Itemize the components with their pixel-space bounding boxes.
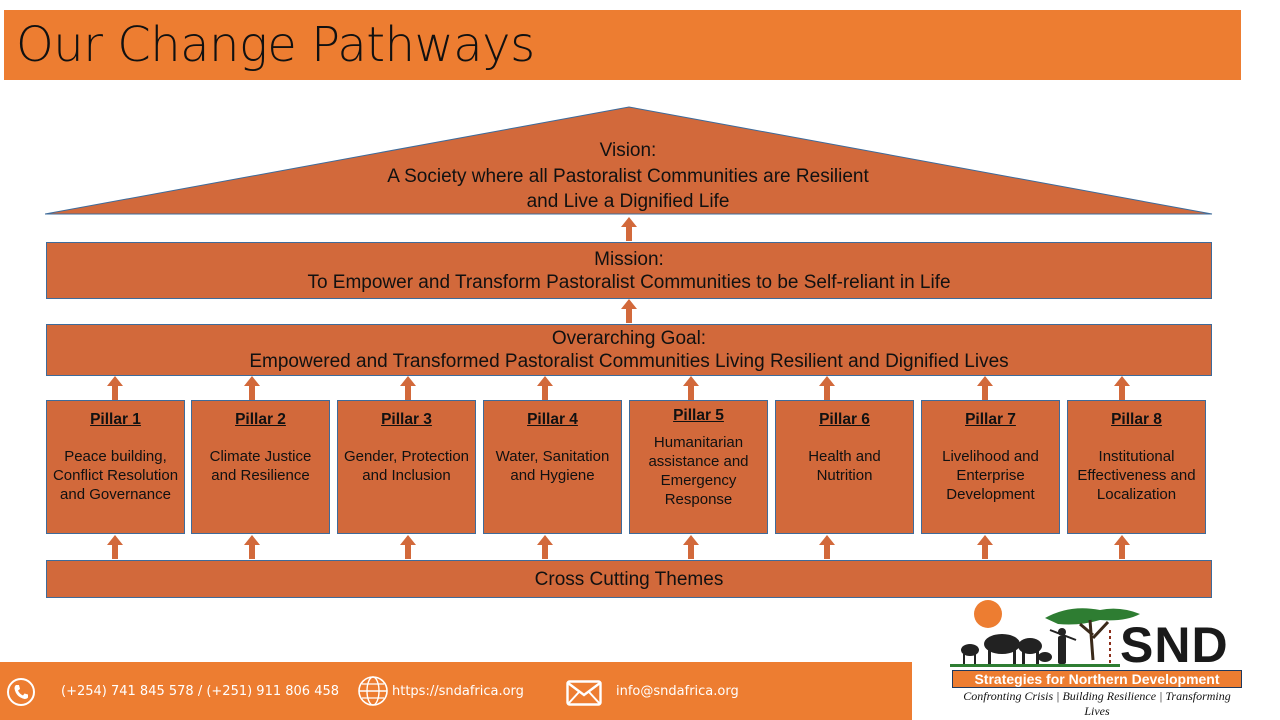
mission-box: Mission: To Empower and Transform Pastor… [46,242,1212,299]
globe-icon [358,676,388,706]
arrow-cross-to-pillar-4 [537,535,553,559]
arrow-mission-to-vision [621,217,637,241]
pillar-4-desc: Water, Sanitation and Hygiene [495,448,610,484]
goal-box: Overarching Goal: Empowered and Transfor… [46,324,1212,376]
pillar-7-desc: Livelihood and Enterprise Development [942,448,1039,503]
title-bar: Our Change Pathways [4,10,1241,80]
pillar-1-box: Pillar 1 Peace building, Conflict Resolu… [46,400,185,534]
pillar-8-title: Pillar 8 [1111,411,1162,428]
logo-tagline: Confronting Crisis | Building Resilience… [963,689,1231,718]
pillar-5-desc: Humanitarian assistance and Emergency Re… [648,434,749,508]
pillar-8-box: Pillar 8 Institutional Effectiveness and… [1067,400,1206,534]
footer-bar: (+254) 741 845 578 / (+251) 911 806 458 … [0,662,912,720]
cross-cutting-label: Cross Cutting Themes [534,569,724,590]
footer-email[interactable]: info@sndafrica.org [616,683,739,699]
goal-text: Empowered and Transformed Pastoralist Co… [249,351,1009,372]
mission-text: To Empower and Transform Pastoralist Com… [307,272,951,293]
pillar-3-desc: Gender, Protection and Inclusion [343,448,470,484]
vision-line-2: and Live a Dignified Life [526,191,730,212]
pillar-2-box: Pillar 2 Climate Justice and Resilience [191,400,330,534]
pillar-2-desc: Climate Justice and Resilience [209,448,312,484]
vision-text: Vision: A Society where all Pastoralist … [300,138,956,215]
pillar-4-box: Pillar 4 Water, Sanitation and Hygiene [483,400,622,534]
footer-website[interactable]: https://sndafrica.org [392,683,524,699]
arrow-cross-to-pillar-1 [107,535,123,559]
arrow-pillar-1-up [107,376,123,400]
arrow-cross-to-pillar-3 [400,535,416,559]
mission-heading: Mission: [594,249,664,270]
arrow-pillar-6-up [819,376,835,400]
vision-roof [45,106,1213,215]
pillar-1-title: Pillar 1 [90,411,141,428]
pillar-6-box: Pillar 6 Health and Nutrition [775,400,914,534]
goal-heading: Overarching Goal: [551,328,707,349]
footer-phone[interactable]: (+254) 741 845 578 / (+251) 911 806 458 [61,683,340,699]
pillar-2-title: Pillar 2 [235,411,286,428]
arrow-cross-to-pillar-6 [819,535,835,559]
pillar-8-desc: Institutional Effectiveness and Localiza… [1077,448,1196,503]
arrow-cross-to-pillar-5 [683,535,699,559]
pillar-7-box: Pillar 7 Livelihood and Enterprise Devel… [921,400,1060,534]
snd-logo-graphic [950,600,1140,667]
vision-line-1: A Society where all Pastoralist Communit… [387,165,869,187]
arrow-pillar-7-up [977,376,993,400]
pillar-6-title: Pillar 6 [819,411,870,428]
page-title: Our Change Pathways [16,17,535,73]
pillar-3-title: Pillar 3 [381,411,432,428]
vision-heading: Vision: [599,140,657,161]
arrow-pillar-3-up [400,376,416,400]
arrow-pillar-8-up [1114,376,1130,400]
pillar-6-desc: Health and Nutrition [808,448,881,484]
cross-cutting-box: Cross Cutting Themes [46,560,1212,598]
arrow-pillar-4-up [537,376,553,400]
email-icon [566,680,602,706]
pillar-5-title: Pillar 5 [673,407,724,424]
arrow-goal-to-mission [621,299,637,323]
logo-acronym: SND [1120,617,1229,673]
arrow-cross-to-pillar-8 [1114,535,1130,559]
phone-icon [7,678,35,706]
arrow-pillar-2-up [244,376,260,400]
arrow-cross-to-pillar-7 [977,535,993,559]
pillar-5-box: Pillar 5 Humanitarian assistance and Eme… [629,400,768,534]
pillar-7-title: Pillar 7 [965,411,1016,428]
pillar-1-desc: Peace building, Conflict Resolution and … [52,448,179,503]
arrow-cross-to-pillar-2 [244,535,260,559]
arrow-pillar-5-up [683,376,699,400]
pillar-3-box: Pillar 3 Gender, Protection and Inclusio… [337,400,476,534]
logo-full-name: Strategies for Northern Development [952,670,1242,688]
pillar-4-title: Pillar 4 [527,411,578,428]
